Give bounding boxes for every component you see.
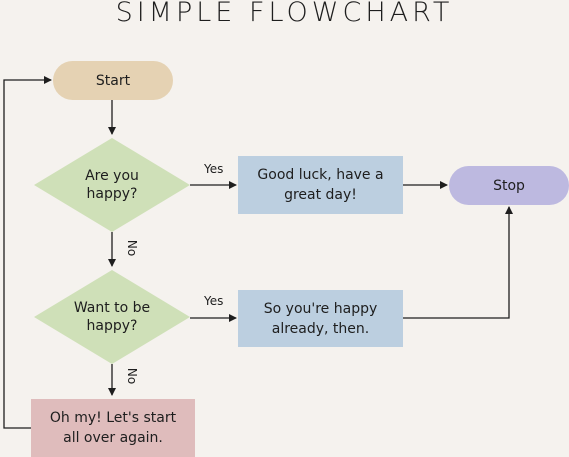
edge-label-no-2: No <box>125 367 140 385</box>
decision-diamond-want <box>34 270 190 364</box>
edge-label-no-1: No <box>125 239 140 257</box>
stop-node: Stop <box>449 166 569 205</box>
edge-label-yes-2: Yes <box>204 294 224 308</box>
restart-label: Oh my! Let's start all over again. <box>49 410 177 446</box>
decision-diamond-happy <box>34 138 190 232</box>
start-node: Start <box>53 61 173 100</box>
so-happy-label: So you're happy already, then. <box>263 300 378 337</box>
good-luck-label: Good luck, have a great day! <box>257 167 384 203</box>
decision-happy-label: Are you happy? <box>85 168 139 202</box>
good-luck-node: Good luck, have a great day! <box>238 156 403 214</box>
so-happy-node: So you're happy already, then. <box>238 290 403 347</box>
restart-node: Oh my! Let's start all over again. <box>31 399 195 457</box>
decision-want-label: Want to be happy? <box>73 300 151 334</box>
arrow-sohappy-to-stop <box>403 206 513 319</box>
edge-label-yes-1: Yes <box>204 162 224 176</box>
page-title: SIMPLE FLOWCHART <box>115 0 454 28</box>
arrow-restart-loop <box>3 76 52 429</box>
